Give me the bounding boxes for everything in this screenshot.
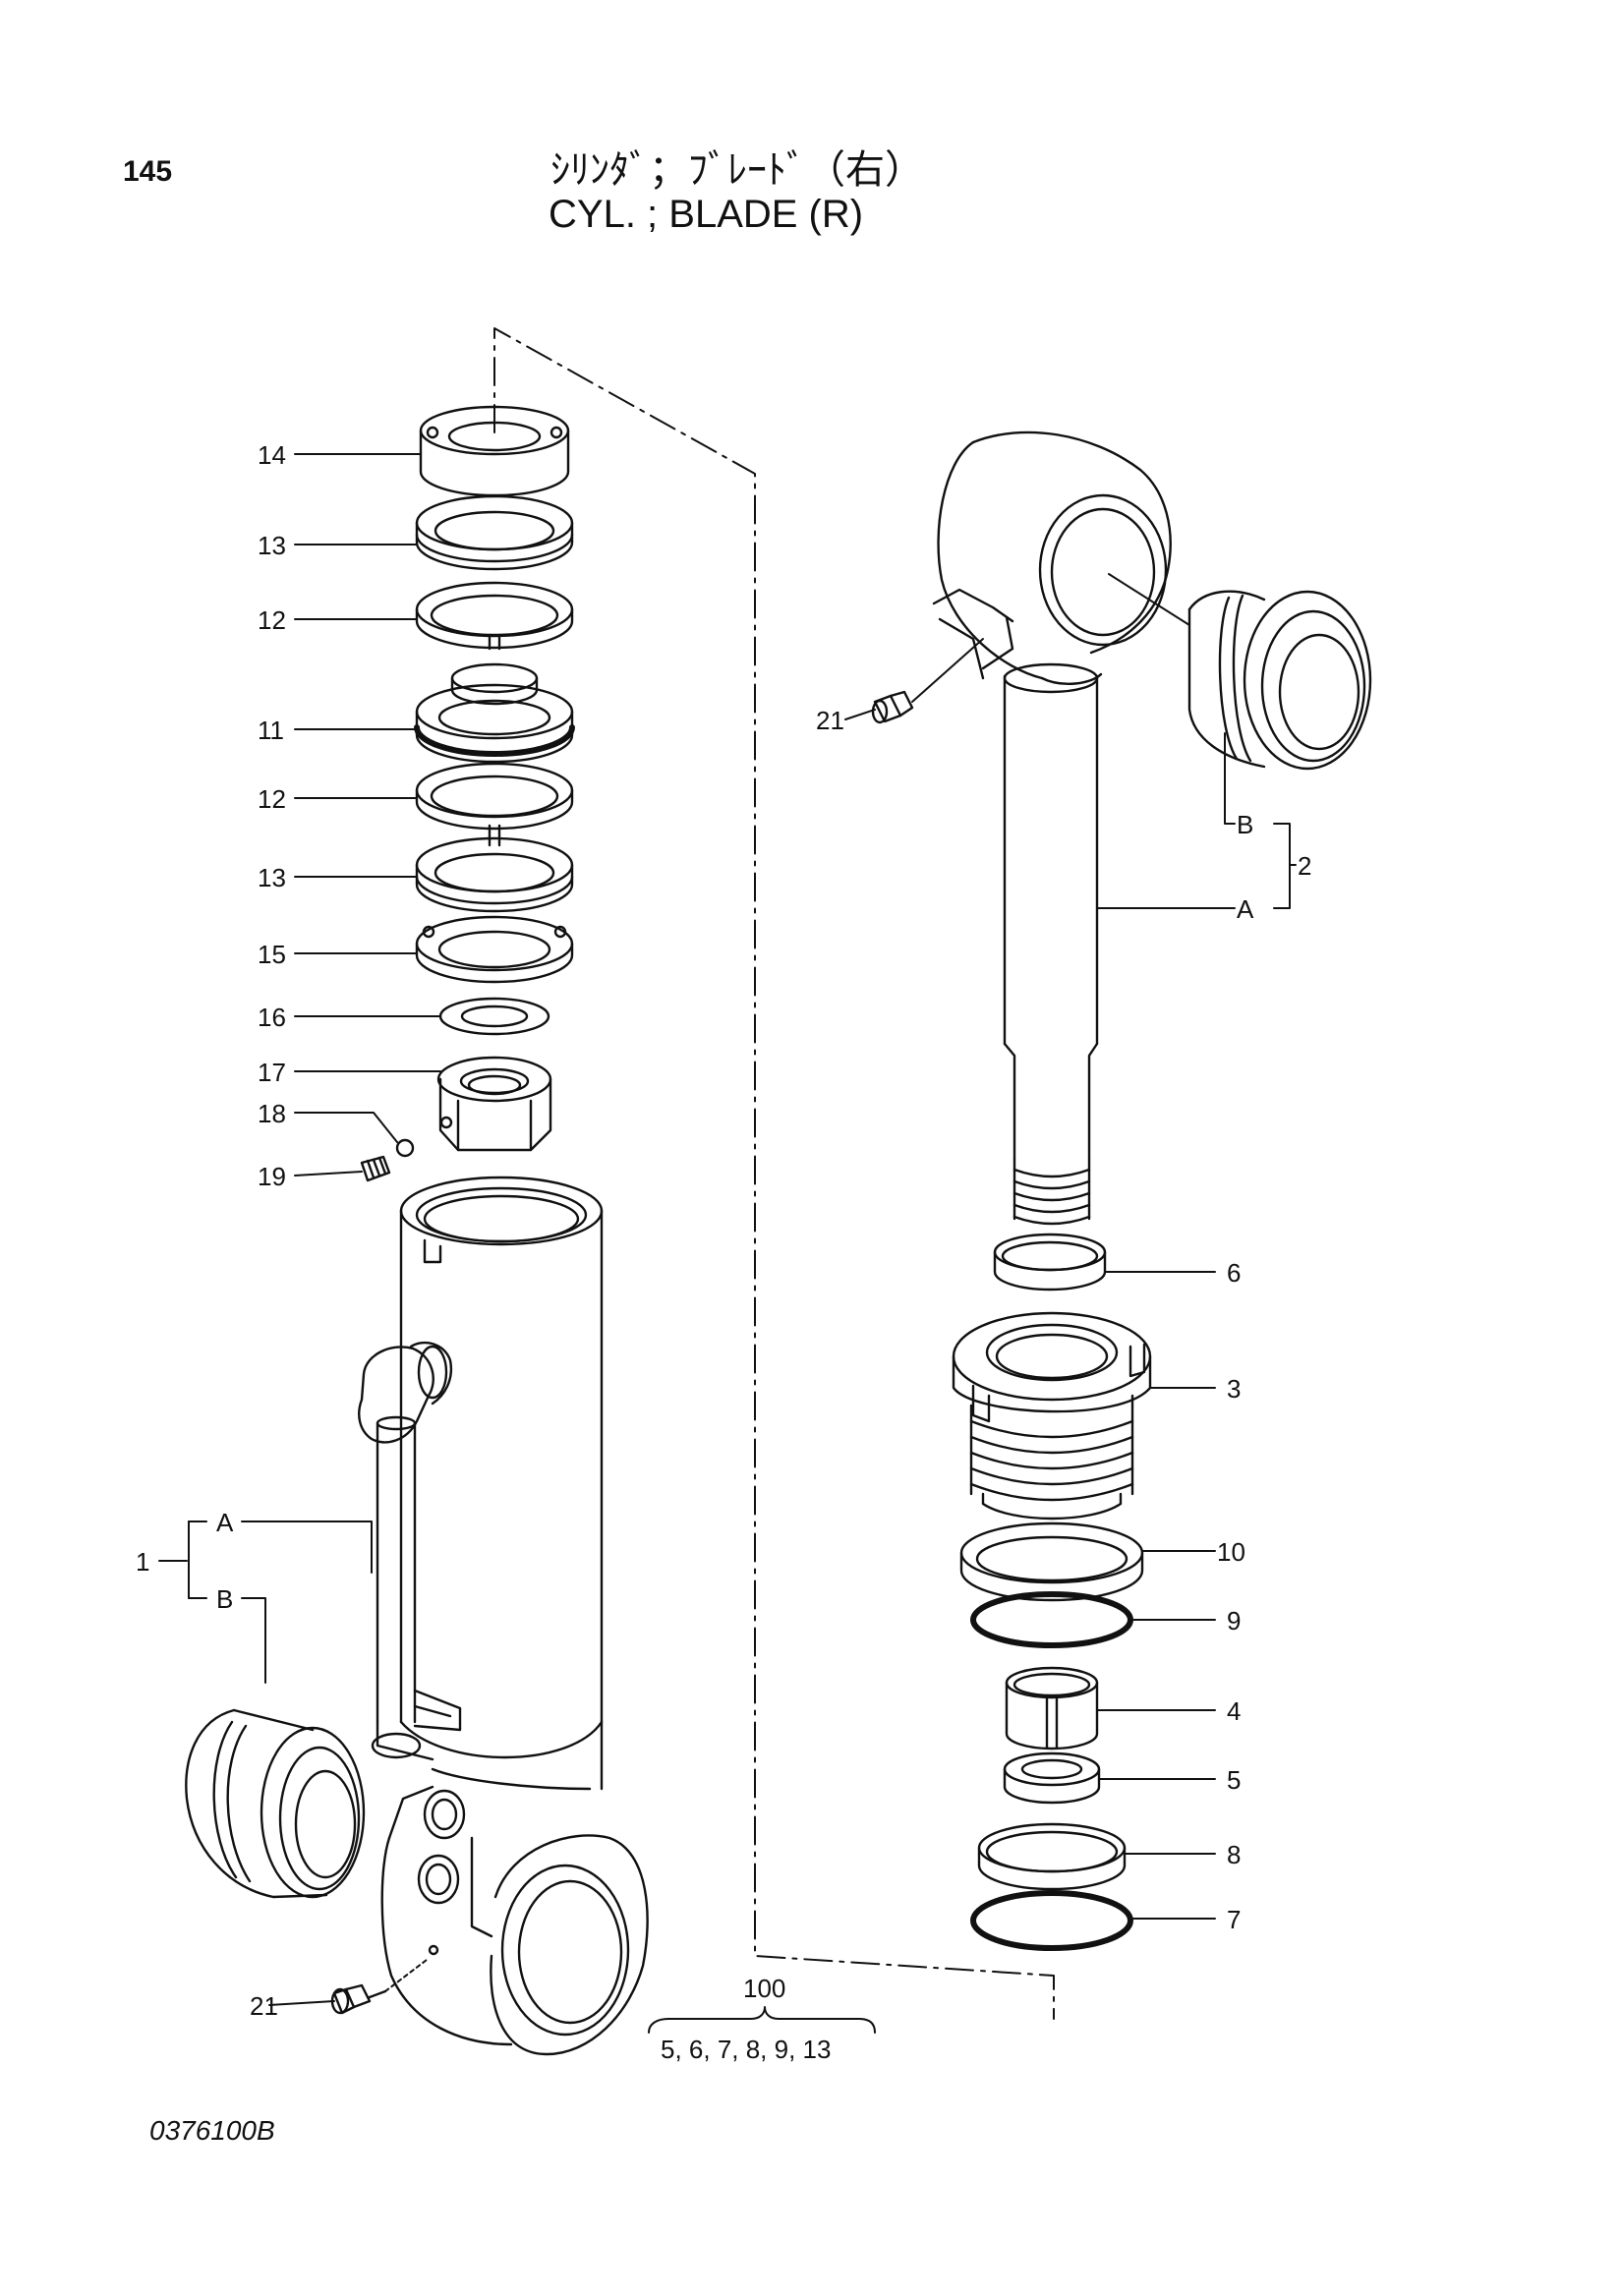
assembly-line [493,327,1055,2020]
leader-lines [158,453,1297,2034]
kit-number: 100 [743,1974,785,2003]
part-1-bushing-B [185,1708,366,1899]
callout-21-left: 21 [250,1991,278,2021]
document-code: 0376100B [149,2115,275,2146]
callout-2-A: A [1237,894,1254,924]
callout-6: 6 [1227,1258,1241,1288]
part-7-o-ring [970,1890,1133,1951]
callout-8: 8 [1227,1840,1241,1869]
part-12-backup-ring-lower [415,762,574,847]
part-5-seal [1003,1751,1101,1805]
part-15-retaining-ring [415,915,574,984]
callout-17: 17 [258,1058,286,1087]
part-18-ball [395,1138,415,1158]
callout-1-A: A [216,1508,234,1537]
callout-14: 14 [258,440,286,470]
callout-2-B: B [1237,810,1253,839]
callout-1: 1 [136,1547,149,1577]
part-3-rod-cover [952,1311,1152,1521]
callout-13-lower: 13 [258,863,286,892]
callout-11: 11 [258,716,284,745]
part-2-piston-rod [932,430,1172,1226]
callout-19: 19 [258,1162,286,1191]
part-8-dust-seal [977,1822,1127,1891]
part-2-bushing-B [1187,590,1372,771]
callout-18: 18 [258,1099,286,1128]
callout-1-B: B [216,1584,233,1614]
part-21-grease-fitting-right [871,690,914,724]
part-10-backup-ring [959,1521,1144,1602]
callout-5: 5 [1227,1765,1241,1795]
part-21-grease-fitting-left [330,1983,387,2015]
part-11-packing [414,662,575,764]
kit-contents: 5, 6, 7, 8, 9, 13 [661,2035,831,2064]
part-6-ring [993,1233,1107,1292]
callout-2: 2 [1298,851,1311,881]
part-12-backup-ring-upper [415,581,574,651]
callout-3: 3 [1227,1374,1241,1404]
callout-9: 9 [1227,1606,1241,1636]
callout-21-right: 21 [816,706,844,735]
part-17-nut [436,1056,552,1152]
callout-15: 15 [258,940,286,969]
title-japanese: ｼﾘﾝﾀﾞ；ﾌﾞﾚｰﾄﾞ（右） [550,147,924,193]
callout-13-upper: 13 [258,531,286,560]
callout-4: 4 [1227,1696,1241,1726]
callout-10: 10 [1217,1537,1245,1567]
title-english: CYL. ; BLADE (R) [549,193,864,236]
part-16-washer [438,997,550,1036]
part-4-bushing [1005,1666,1099,1751]
part-9-o-ring [970,1591,1133,1648]
callout-16: 16 [258,1003,286,1032]
callout-12-upper: 12 [258,605,286,635]
part-13-seal-lower [415,836,574,913]
part-1-cylinder-tube [358,1176,649,2056]
part-19-set-screw [360,1155,391,1182]
callout-7: 7 [1227,1905,1241,1934]
part-13-seal-upper [415,494,574,571]
callout-labels: 14 13 12 11 12 13 15 16 17 18 19 21 1 A … [136,440,1311,2064]
callout-12-lower: 12 [258,784,286,814]
page-number: 145 [123,155,173,188]
